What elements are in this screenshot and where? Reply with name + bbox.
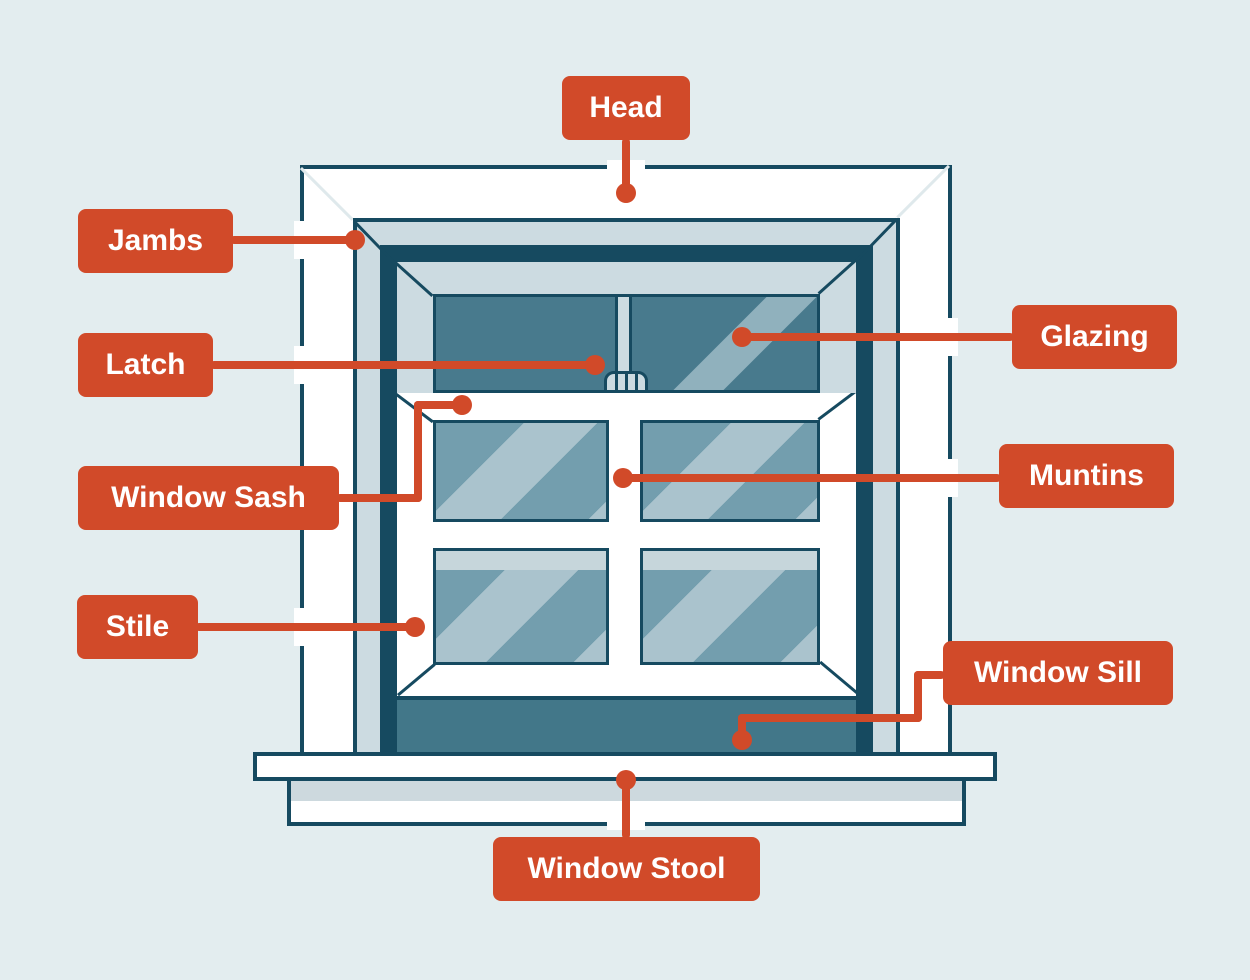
label-window-sill: Window Sill	[943, 641, 1173, 705]
connector-latch	[210, 361, 597, 369]
pane-bottom-left	[433, 548, 609, 665]
pane-top-right	[640, 420, 820, 522]
pane-top-left	[433, 420, 609, 522]
upper-sash-muntin-bar	[615, 297, 632, 390]
label-glazing: Glazing	[1012, 305, 1177, 369]
connector-dot-latch	[585, 355, 605, 375]
sash-miter-bottom-right	[819, 660, 856, 694]
connector-window-sill-seg1	[914, 671, 945, 679]
connector-dot-window-stool	[616, 770, 636, 790]
connector-dot-glazing	[732, 327, 752, 347]
latch-ridge	[615, 374, 618, 390]
connector-window-sill-seg3	[738, 714, 922, 722]
window-sill-board	[397, 700, 856, 753]
latch-ridge	[635, 374, 638, 390]
connector-jambs	[230, 236, 357, 244]
connector-dot-window-sash	[452, 395, 472, 415]
connector-muntins	[621, 474, 1001, 482]
connector-glazing	[740, 333, 1014, 341]
label-muntins: Muntins	[999, 444, 1174, 508]
label-window-stool: Window Stool	[493, 837, 760, 901]
sash-latch	[604, 371, 648, 393]
connector-window-sill-seg4	[738, 714, 746, 744]
connector-dot-muntins	[613, 468, 633, 488]
connector-stile	[195, 623, 417, 631]
sash-miter-bottom-left	[397, 663, 436, 696]
sash-miter-top-right	[817, 393, 856, 421]
label-window-sash: Window Sash	[78, 466, 339, 530]
connector-dot-head	[616, 183, 636, 203]
connector-head	[622, 138, 630, 195]
connector-window-stool	[622, 778, 630, 839]
connector-dot-jambs	[345, 230, 365, 250]
label-latch: Latch	[78, 333, 213, 397]
connector-window-sash-seg1	[336, 494, 422, 502]
connector-window-sill-seg2	[914, 671, 922, 722]
connector-dot-window-sill	[732, 730, 752, 750]
lower-window-sash	[397, 393, 856, 700]
label-stile: Stile	[77, 595, 198, 659]
latch-ridge	[625, 374, 628, 390]
pane-bottom-right	[640, 548, 820, 665]
label-head: Head	[562, 76, 690, 140]
connector-window-sash-seg3	[414, 401, 464, 409]
label-jambs: Jambs	[78, 209, 233, 273]
connector-dot-stile	[405, 617, 425, 637]
connector-window-sash-seg2	[414, 401, 422, 502]
